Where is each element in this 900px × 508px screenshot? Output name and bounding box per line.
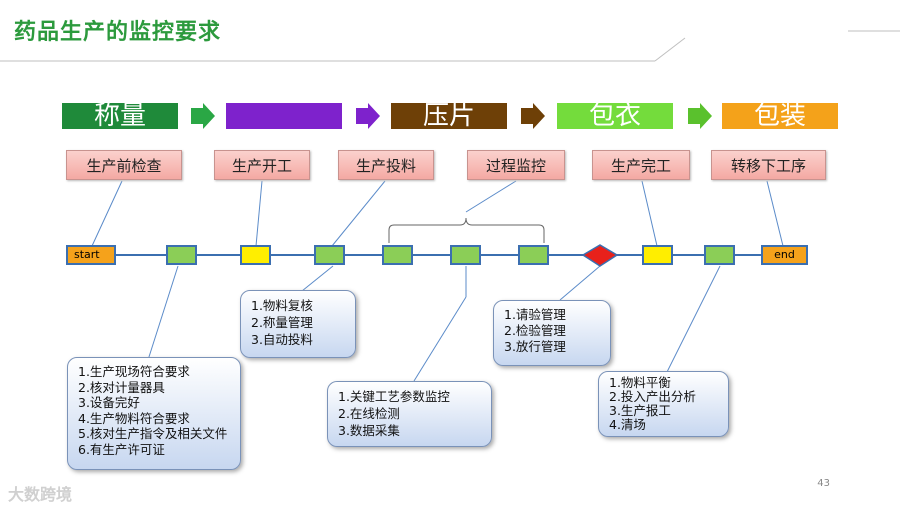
leader-line — [666, 265, 721, 373]
process-bracket — [388, 217, 545, 243]
step-granulation: 制粒 — [226, 103, 342, 129]
timeline-node — [382, 245, 413, 265]
stage-transfer: 转移下工序 — [711, 150, 826, 180]
leader-line — [255, 180, 263, 247]
step-coating: 包衣 — [557, 103, 673, 129]
leader-line — [331, 180, 386, 247]
callout-line: 1.物料复核 — [251, 298, 313, 313]
callout-line: 2.投入产出分析 — [609, 389, 696, 404]
callout-line: 3.自动投料 — [251, 332, 313, 347]
callout-line: 2.核对计量器具 — [78, 379, 165, 395]
callout-inspection: 1.请验管理 2.检验管理 3.放行管理 — [493, 300, 611, 366]
callout-completion: 1.物料平衡 2.投入产出分析 3.生产报工 4.清场 — [598, 371, 729, 437]
step-tableting: 压片 — [391, 103, 507, 129]
callout-line: 1.请验管理 — [504, 307, 566, 322]
arrow-icon — [356, 103, 380, 129]
watermark: 大数跨境 — [8, 485, 73, 504]
inspection-diamond — [581, 244, 619, 267]
callout-line: 2.检验管理 — [504, 323, 566, 338]
timeline-node — [704, 245, 735, 265]
step-label: 包装 — [753, 103, 806, 129]
step-label: 称量 — [93, 103, 146, 129]
leader-line — [91, 180, 123, 247]
leader-line — [413, 296, 467, 382]
callout-line: 2.在线检测 — [338, 406, 400, 421]
timeline-node — [642, 245, 673, 265]
stage-pre-check: 生产前检查 — [66, 150, 182, 180]
step-label: 包衣 — [588, 103, 641, 129]
timeline-node — [314, 245, 345, 265]
title-underline-tick — [654, 37, 686, 62]
callout-line: 4.生产物料符合要求 — [78, 410, 190, 426]
arrow-icon — [688, 103, 712, 129]
page-title: 药品生产的监控要求 — [14, 20, 222, 45]
leader-line — [641, 180, 658, 247]
callout-line: 4.清场 — [609, 417, 646, 432]
timeline-start: start — [66, 245, 116, 265]
callout-line: 6.有生产许可证 — [78, 441, 165, 457]
arrow-icon — [521, 103, 545, 129]
stage-completion: 生产完工 — [592, 150, 690, 180]
arrow-icon — [191, 103, 215, 129]
step-weighing: 称量 — [62, 103, 178, 129]
callout-line: 3.放行管理 — [504, 339, 566, 354]
callout-line: 1.物料平衡 — [609, 375, 671, 390]
stage-start-production: 生产开工 — [214, 150, 310, 180]
callout-line: 3.生产报工 — [609, 403, 671, 418]
stage-feeding: 生产投料 — [338, 150, 434, 180]
leader-line — [301, 265, 334, 292]
callout-line: 3.设备完好 — [78, 395, 140, 410]
callout-line: 5.核对生产指令及相关文件 — [78, 426, 228, 441]
callout-line: 1.关键工艺参数监控 — [338, 389, 450, 404]
timeline-node — [450, 245, 481, 265]
callout-prework: 1.生产现场符合要求 2.核对计量器具 3.设备完好 4.生产物料符合要求 5.… — [67, 357, 241, 470]
leader-line — [766, 180, 784, 247]
timeline-node — [518, 245, 549, 265]
callout-line: 1.生产现场符合要求 — [78, 364, 190, 379]
callout-line: 3.数据采集 — [338, 423, 400, 438]
callout-line: 2.称量管理 — [251, 315, 313, 330]
callout-process: 1.关键工艺参数监控 2.在线检测 3.数据采集 — [327, 381, 492, 447]
timeline-end: end — [761, 245, 808, 265]
timeline-node — [240, 245, 271, 265]
step-label: 压片 — [422, 103, 475, 129]
page-number: 43 — [817, 478, 830, 489]
leader-line — [559, 265, 601, 301]
leader-line — [465, 180, 517, 213]
stage-process-monitoring: 过程监控 — [467, 150, 565, 180]
leader-line — [147, 265, 179, 361]
timeline-node — [166, 245, 197, 265]
step-packaging: 包装 — [722, 103, 838, 129]
step-label: 制粒 — [258, 103, 310, 129]
callout-feeding: 1.物料复核 2.称量管理 3.自动投料 — [240, 290, 356, 358]
